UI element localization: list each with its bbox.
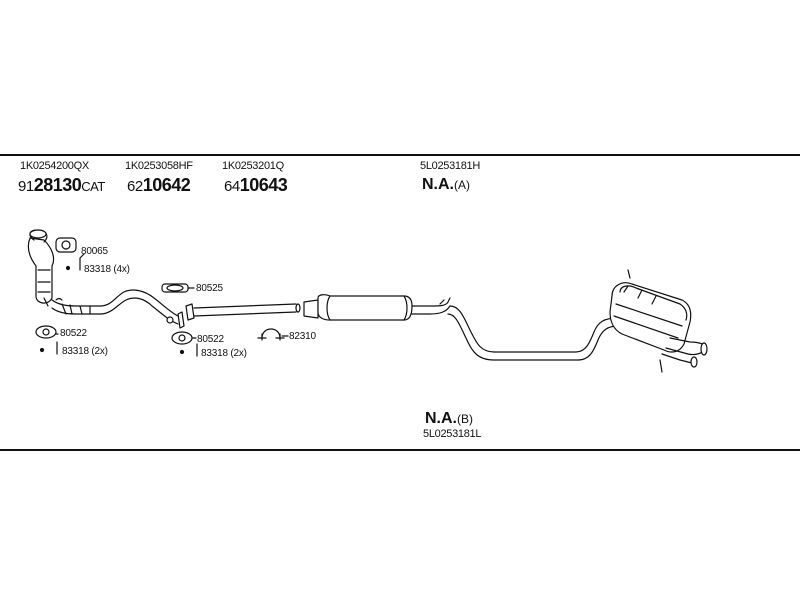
label-ring-80525: 80525 [196,283,223,294]
oem-number-rear-silencer: 5L0253181L [423,428,482,440]
rear-silencer [609,269,708,373]
clamp-82310-icon [257,328,285,341]
na-label-b: N.A.(B) [425,410,473,427]
intermediate-pipe [185,303,301,321]
label-screw-83318-2x-left: 83318 (2x) [62,346,108,357]
gasket-80522-right-icon [171,331,193,345]
na-label-a: N.A.(A) [422,176,470,193]
label-gasket-80522-left: 80522 [60,328,87,339]
label-gasket-80065: 80065 [81,246,108,257]
screw-83318-2x-right-icon [179,343,198,357]
label-gasket-80522-right: 80522 [197,334,224,345]
screw-83318-4x-icon [65,253,85,271]
middle-silencer [303,294,451,321]
gasket-80522-left-icon [35,325,57,339]
catalytic-converter [27,229,55,307]
bottom-divider [0,449,800,451]
label-screw-83318-2x-right: 83318 (2x) [201,348,247,359]
oem-number-middle-silencer: 5L0253181H [420,160,481,172]
oem-number-catalytic-converter: 1K0254200QX [20,160,89,172]
part-number-intermediate-pipe: 6410643 [224,175,288,195]
part-number-front-pipe: 6210642 [127,175,191,195]
top-divider [0,154,800,156]
part-number-catalytic-converter: 9128130CAT [18,175,105,195]
label-screw-83318-4x: 83318 (4x) [84,264,130,275]
rear-pipe [447,305,619,361]
front-pipe [51,289,185,329]
oem-number-intermediate-pipe: 1K0253201Q [222,160,284,172]
ring-80525-icon [161,283,189,293]
label-clamp-82310: 82310 [289,331,316,342]
screw-83318-2x-left-icon [39,341,58,355]
gasket-80065-icon [55,237,77,253]
oem-number-front-pipe: 1K0253058HF [125,160,193,172]
